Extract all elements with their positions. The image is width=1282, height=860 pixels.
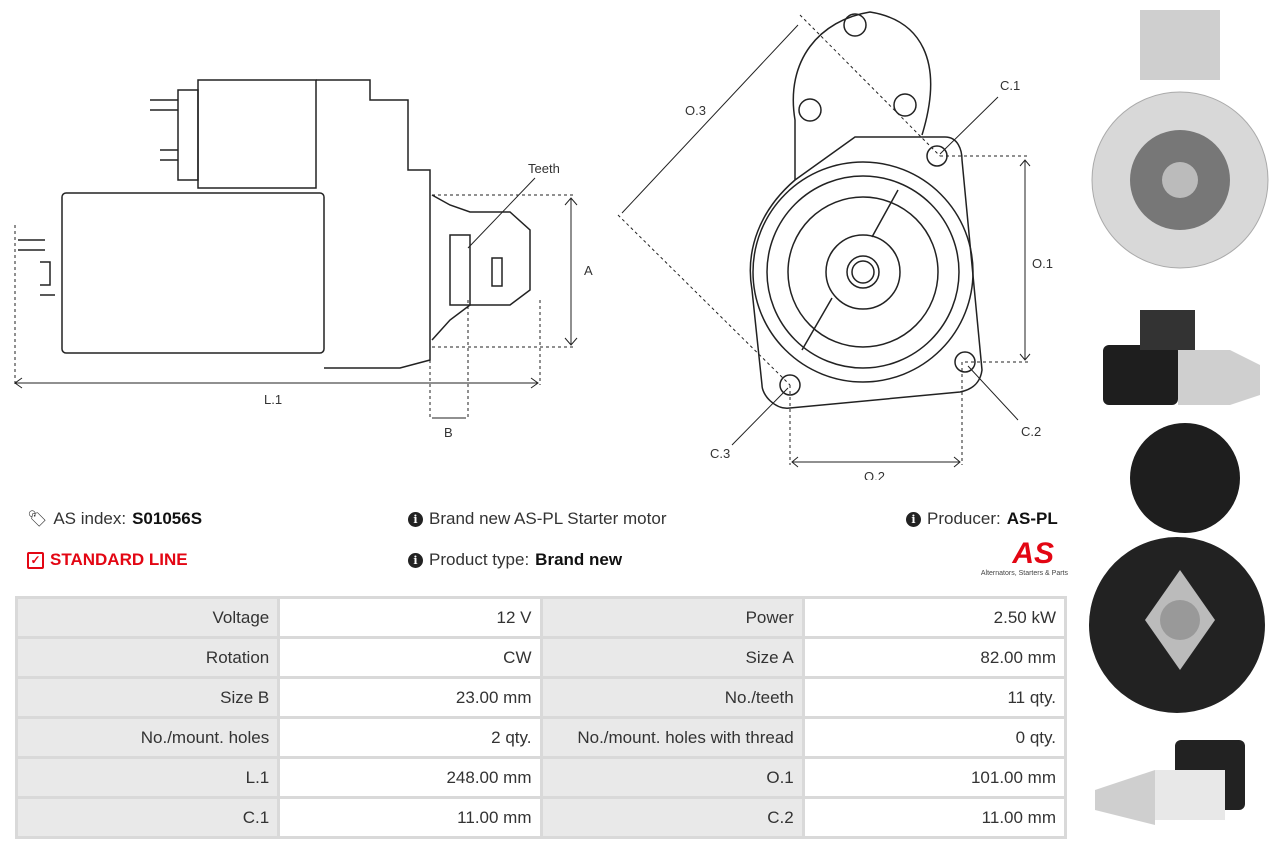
spec-label: C.2 [539, 796, 805, 839]
info-icon: i [408, 511, 423, 527]
spec-label: L.1 [14, 756, 281, 799]
product-type: i Product type: Brand new [408, 550, 622, 570]
label-o2: O.2 [864, 469, 885, 480]
spec-label: No./mount. holes with thread [539, 716, 805, 759]
as-index-label: AS index: [53, 509, 127, 528]
label-b: B [444, 425, 453, 440]
label-teeth: Teeth [528, 161, 560, 176]
spec-value: 23.00 mm [277, 676, 543, 719]
front-view-drawing [617, 11, 1031, 468]
spec-value: 12 V [277, 596, 543, 639]
spec-label: No./mount. holes [14, 716, 281, 759]
product-type-value: Brand new [535, 550, 623, 569]
as-pl-logo: AS Alternators, Starters & Parts [962, 537, 1068, 578]
producer: i Producer: AS-PL [906, 509, 1058, 529]
spec-value: 11.00 mm [801, 796, 1068, 839]
product-photos[interactable] [1085, 0, 1282, 860]
spec-label: C.1 [14, 796, 281, 839]
product-type-label: Product type: [429, 550, 530, 569]
spec-label: Size B [14, 676, 281, 719]
spec-value: 101.00 mm [801, 756, 1068, 799]
spec-label: Size A [539, 636, 805, 679]
description: i Brand new AS-PL Starter motor [408, 509, 666, 529]
label-a: A [584, 263, 593, 278]
spec-value: 2 qty. [277, 716, 543, 759]
producer-value: AS-PL [1006, 509, 1058, 528]
spec-label: O.1 [539, 756, 805, 799]
front-view-labels: O.3 C.1 O.1 C.2 C.3 O.2 [685, 78, 1053, 480]
photo-front[interactable] [1091, 10, 1269, 269]
spec-label: Voltage [14, 596, 281, 639]
spec-label: Rotation [14, 636, 281, 679]
spec-value: 0 qty. [801, 716, 1068, 759]
tags-icon: 🏷 [27, 511, 48, 528]
description-text: Brand new AS-PL Starter motor [429, 509, 667, 528]
spec-value: CW [277, 636, 543, 679]
photo-rear[interactable] [1089, 423, 1265, 713]
label-l1: L.1 [264, 392, 282, 407]
info-icon: i [906, 511, 921, 527]
logo-tagline: Alternators, Starters & Parts [980, 570, 1068, 577]
spec-label: Power [539, 596, 805, 639]
side-view-labels: Teeth A B L.1 [264, 161, 593, 440]
label-c3: C.3 [710, 446, 730, 461]
checkbox-icon: ✓ [27, 551, 44, 569]
standard-line-label: STANDARD LINE [50, 550, 188, 569]
label-o3: O.3 [685, 103, 706, 118]
info-icon: i [408, 552, 423, 568]
spec-value: 248.00 mm [277, 756, 543, 799]
photo-side-label[interactable] [1095, 740, 1245, 825]
spec-value: 11.00 mm [277, 796, 543, 839]
side-view-drawing [14, 79, 578, 420]
spec-value: 82.00 mm [801, 636, 1068, 679]
as-index-value: S01056S [132, 509, 203, 528]
as-index: 🏷 AS index: S01056S [27, 509, 202, 529]
spec-label: No./teeth [539, 676, 805, 719]
standard-line-badge: ✓ STANDARD LINE [27, 550, 188, 570]
producer-label: Producer: [927, 509, 1001, 528]
label-c2: C.2 [1021, 424, 1041, 439]
label-c1: C.1 [1000, 78, 1020, 93]
logo-mark: AS [1012, 537, 1054, 570]
photo-side[interactable] [1103, 310, 1260, 405]
spec-value: 2.50 kW [801, 596, 1068, 639]
spec-value: 11 qty. [801, 676, 1068, 719]
label-o1: O.1 [1032, 256, 1053, 271]
